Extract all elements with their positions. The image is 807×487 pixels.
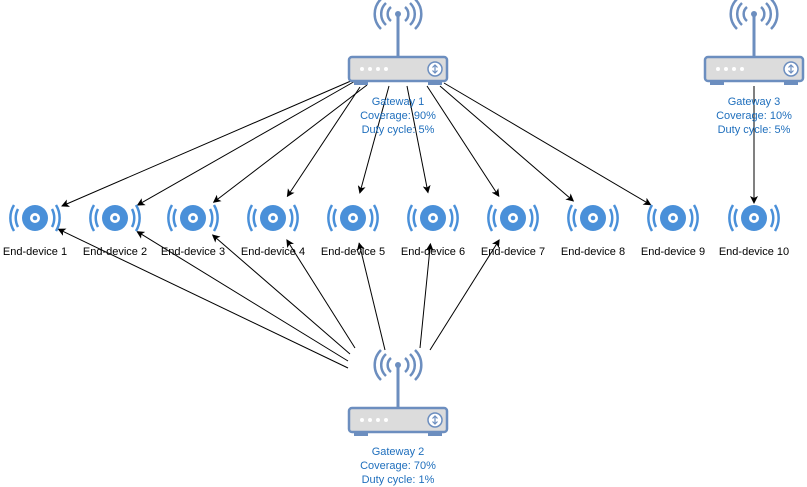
link-g2-d5	[356, 242, 386, 351]
gateway-name: Gateway 3	[727, 96, 781, 108]
gateway-router-icon	[347, 348, 449, 438]
end-device-label: End-device 3	[160, 246, 226, 258]
end-device-label: End-device 6	[400, 246, 466, 258]
end-device-label: End-device 8	[560, 246, 626, 258]
gateway-router-icon	[347, 0, 449, 87]
gateway-router-icon	[703, 0, 805, 87]
end-device-icon	[327, 203, 379, 233]
gateway-coverage: Coverage: 70%	[360, 460, 436, 472]
gateway-coverage: Coverage: 10%	[716, 110, 792, 122]
gateway-label: Gateway 3 Coverage: 10% Duty cycle: 5%	[716, 95, 792, 137]
link-g1-d8	[439, 85, 575, 202]
end-device-label: End-device 4	[240, 246, 306, 258]
gateway-duty: Duty cycle: 1%	[361, 474, 435, 486]
end-device-label: End-device 1	[2, 246, 68, 258]
links-layer	[57, 73, 758, 369]
link-g2-d1	[57, 228, 349, 369]
link-g2-d4	[286, 239, 356, 349]
end-device-label: End-device 2	[82, 246, 148, 258]
gateway-coverage: Coverage: 90%	[360, 110, 436, 122]
gateway-label: Gateway 1 Coverage: 90% Duty cycle: 5%	[360, 95, 436, 137]
end-device-icon	[487, 203, 539, 233]
gateway-name: Gateway 1	[371, 96, 425, 108]
gateway-duty: Duty cycle: 5%	[361, 124, 435, 136]
gateway-duty: Duty cycle: 5%	[717, 124, 791, 136]
end-device-icon	[567, 203, 619, 233]
link-g2-d6	[419, 242, 434, 349]
link-g1-d1	[61, 73, 368, 207]
end-device-label: End-device 5	[320, 246, 386, 258]
end-device-icon	[247, 203, 299, 233]
end-device-label: End-device 9	[640, 246, 706, 258]
end-device-icon	[89, 203, 141, 233]
nodes-layer	[9, 0, 805, 438]
gateway-name: Gateway 2	[371, 446, 425, 458]
end-device-label: End-device 7	[480, 246, 546, 258]
end-device-label: End-device 10	[718, 246, 790, 258]
end-device-icon	[647, 203, 699, 233]
link-g1-d4	[286, 86, 361, 198]
end-device-icon	[728, 203, 780, 233]
link-g1-d7	[426, 85, 500, 198]
link-g1-d3	[212, 84, 368, 203]
link-g1-d9	[443, 82, 652, 206]
end-device-icon	[407, 203, 459, 233]
gateway-label: Gateway 2 Coverage: 70% Duty cycle: 1%	[360, 445, 436, 487]
end-device-icon	[9, 203, 61, 233]
link-g2-d2	[136, 231, 349, 362]
link-g1-d5	[357, 85, 390, 194]
end-device-icon	[167, 203, 219, 233]
link-g1-d6	[406, 85, 431, 194]
link-g1-d2	[136, 79, 358, 206]
link-g2-d7	[429, 239, 500, 351]
link-g2-d3	[211, 234, 351, 355]
